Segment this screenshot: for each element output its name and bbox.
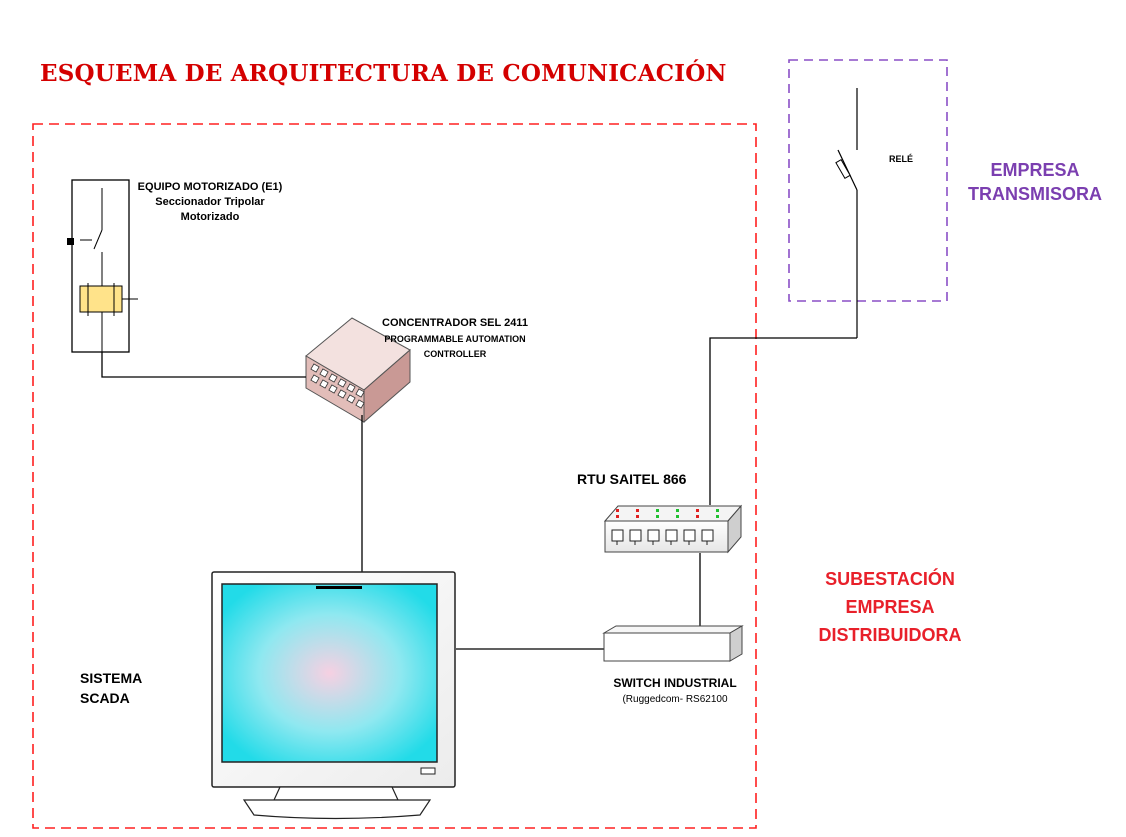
concentrador-line3: CONTROLLER: [423, 348, 487, 359]
diagram-title: ESQUEMA DE ARQUITECTURA DE COMUNICACIÓN: [40, 60, 727, 87]
sistema-scada-line2: SCADA: [80, 690, 130, 707]
connection-lines: [101, 337, 857, 650]
line-rele-to-rtu: [709, 337, 857, 505]
transmisora-region-border: [788, 59, 948, 302]
concentrador-label: CONCENTRADOR SEL 2411 PROGRAMMABLE AUTOM…: [360, 316, 550, 360]
concentrador-sel2411-icon: [305, 317, 411, 424]
scada-monitor-icon: [211, 571, 456, 820]
concentrador-line1: CONCENTRADOR SEL 2411: [382, 317, 528, 329]
switch-line1: SWITCH INDUSTRIAL: [613, 676, 737, 690]
subestacion-line3: DISTRIBUIDORA: [818, 624, 962, 645]
equipo-motorizado-line3: Motorizado: [180, 210, 240, 223]
sistema-scada-line1: SISTEMA: [80, 670, 143, 686]
switch-industrial-icon: [602, 625, 744, 662]
subestacion-region-border: [32, 123, 757, 829]
equipo-motorizado-line1: EQUIPO MOTORIZADO (E1): [137, 181, 283, 193]
equipo-motorizado-icon: [67, 179, 138, 353]
empresa-transmisora-line2: TRANSMISORA: [968, 184, 1102, 205]
rele-contact-icon: [835, 88, 858, 338]
rtu-saitel-866-icon: [603, 504, 743, 554]
empresa-transmisora-line1: EMPRESA: [990, 160, 1080, 180]
subestacion-label: SUBESTACIÓN EMPRESA DISTRIBUIDORA: [810, 566, 970, 650]
rele-label: RELÉ: [889, 154, 914, 164]
switch-label: SWITCH INDUSTRIAL (Ruggedcom- RS62100: [575, 675, 775, 707]
sistema-scada-label: SISTEMA SCADA: [80, 668, 142, 709]
empresa-transmisora-label: EMPRESA TRANSMISORA: [950, 158, 1120, 207]
switch-line2: (Ruggedcom- RS62100: [622, 694, 728, 706]
line-equipo-to-concentrador: [101, 352, 306, 378]
concentrador-line2: PROGRAMMABLE AUTOMATION: [384, 333, 526, 344]
rtu-label: RTU SAITEL 866: [577, 471, 687, 487]
subestacion-line1: SUBESTACIÓN: [825, 569, 955, 589]
equipo-motorizado-line2: Seccionador Tripolar: [155, 195, 265, 208]
equipo-motorizado-label: EQUIPO MOTORIZADO (E1) Seccionador Tripo…: [130, 180, 290, 225]
subestacion-line2: EMPRESA: [845, 596, 935, 617]
